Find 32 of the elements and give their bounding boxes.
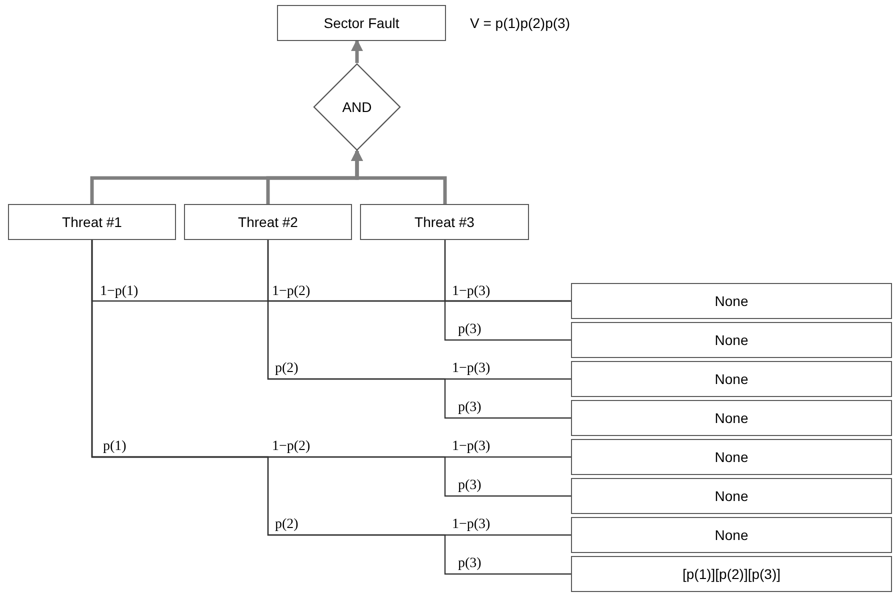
event-box: Threat #3: [360, 204, 529, 240]
outcome-box: [p(1)][p(2)][p(3)]: [571, 556, 892, 592]
outcome-box: None: [571, 361, 892, 397]
branch-probability: p(3): [458, 321, 482, 339]
branch-probability: 1−p(3): [452, 438, 490, 456]
arrow: [351, 39, 363, 63]
outcome-box: None: [571, 439, 892, 475]
outcome-box: None: [571, 283, 892, 319]
branch-probability: p(2): [275, 516, 298, 534]
branch-line: [267, 240, 571, 419]
outcome-box: None: [571, 478, 892, 514]
outcome-box: None: [571, 400, 892, 436]
branch-probability: 1−p(2): [272, 438, 310, 456]
event-box: Sector Fault: [277, 5, 446, 41]
branch-probability: p(3): [458, 399, 482, 417]
branch-probability: 1−p(3): [452, 283, 490, 301]
event-box: Threat #2: [184, 204, 352, 240]
branch-probability: p(1): [103, 438, 126, 456]
outcome-box: None: [571, 322, 892, 358]
outcome-box: None: [571, 517, 892, 553]
formula-text: V = p(1)p(2)p(3): [470, 14, 570, 33]
arrow: [351, 149, 447, 204]
branch-probability: 1−p(3): [452, 360, 490, 378]
branch-line: [444, 240, 571, 341]
branch-probability: 1−p(3): [452, 516, 490, 534]
branch-probability: p(2): [275, 360, 298, 378]
branch-probability: p(3): [458, 477, 482, 495]
branch-probability: p(3): [458, 555, 482, 573]
event-box: Threat #1: [8, 204, 176, 240]
branch-probability: 1−p(2): [272, 283, 310, 301]
branch-probability: 1−p(1): [100, 283, 138, 301]
gate-diamond: AND: [313, 63, 401, 151]
